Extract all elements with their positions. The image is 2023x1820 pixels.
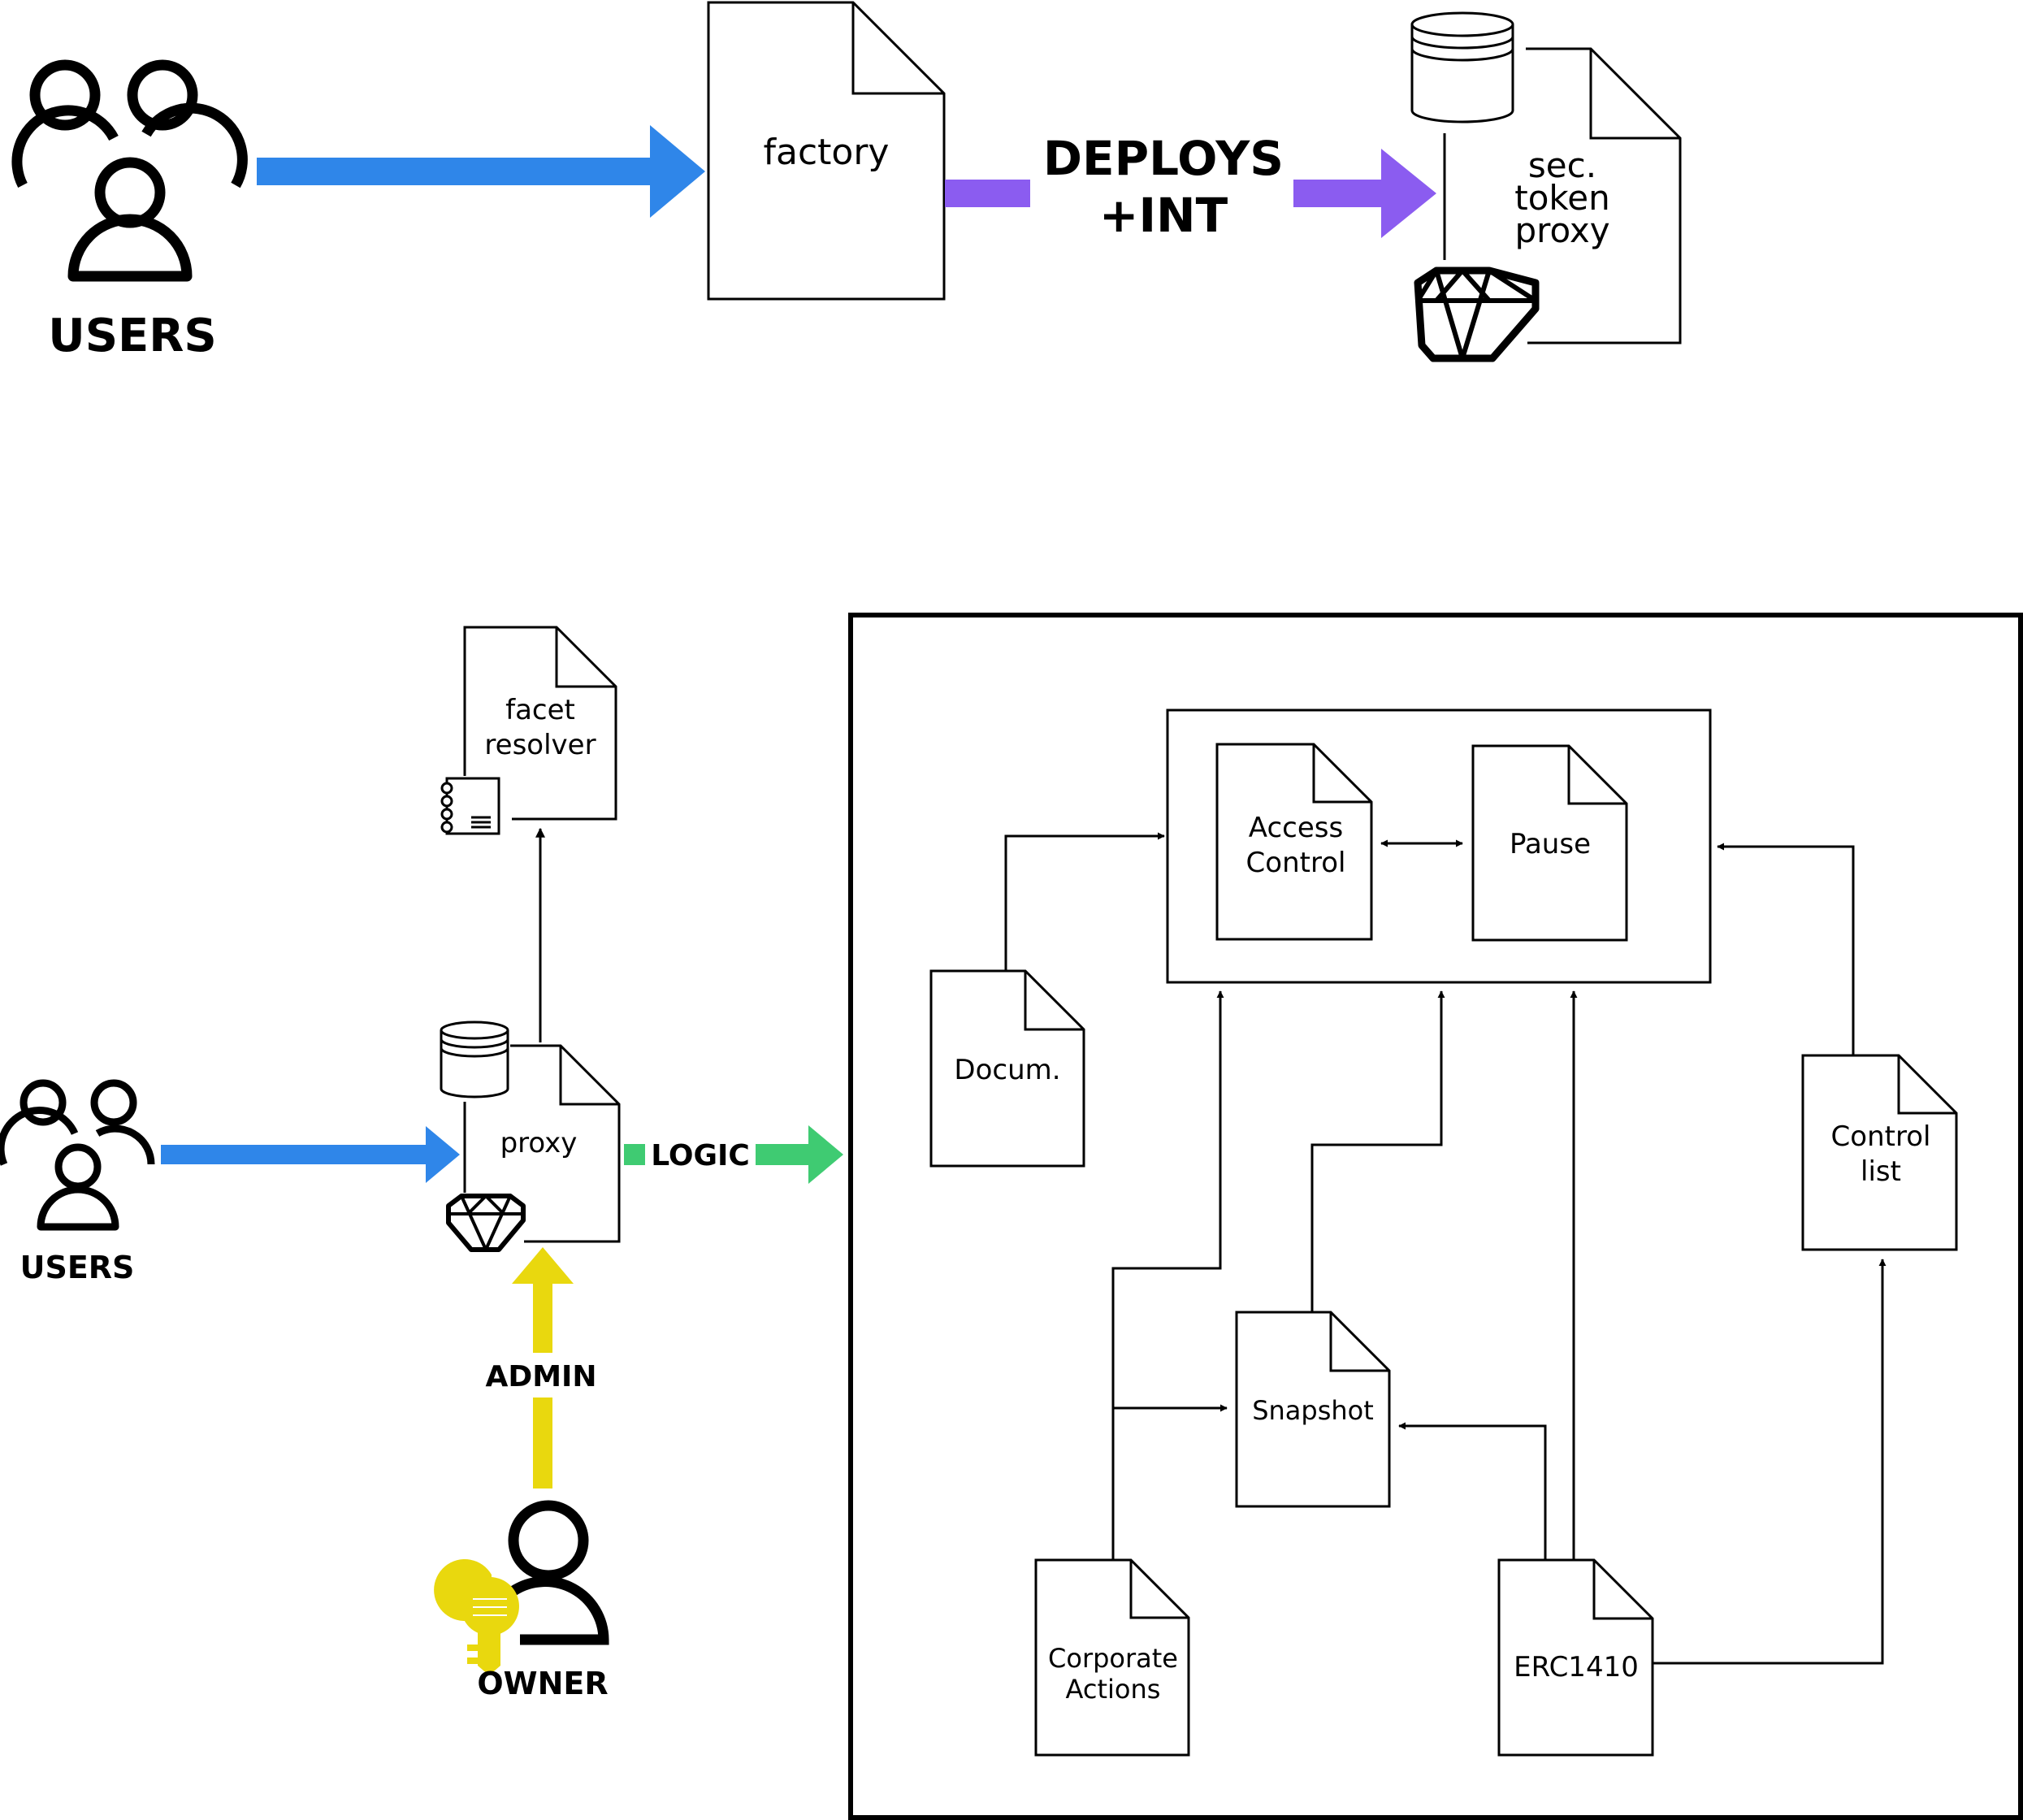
control-list-document: Control list (1801, 1054, 1958, 1251)
factory-label: factory (764, 132, 890, 173)
logic-label: LOGIC (651, 1139, 750, 1172)
sec-token-proxy-label-line2: token (1514, 178, 1609, 218)
key-icon (434, 1559, 519, 1675)
erc-to-control-list-arrow (1653, 1259, 1887, 1665)
snapshot-document: Snapshot (1235, 1311, 1391, 1508)
int-label: +INT (1099, 188, 1228, 243)
sec-token-proxy-document: sec. token proxy (1443, 47, 1682, 344)
users-icon (0, 1079, 155, 1231)
sec-token-proxy-label-line1: sec. (1528, 145, 1596, 185)
sec-token-proxy-label-line3: proxy (1514, 210, 1609, 250)
owner-label: OWNER (477, 1666, 608, 1701)
database-icon (440, 1020, 509, 1098)
erc1410-label: ERC1410 (1514, 1651, 1639, 1684)
users-label: USERS (48, 310, 217, 362)
database-icon (1410, 11, 1514, 124)
corporate-to-core-arrow (1111, 990, 1224, 1560)
snapshot-to-core-arrow (1310, 990, 1445, 1312)
diamond-icon (446, 1194, 526, 1252)
pause-label: Pause (1510, 828, 1591, 860)
erc1410-document: ERC1410 (1497, 1558, 1654, 1757)
notebook-icon (440, 777, 500, 835)
corporate-actions-label-line1: Corporate (1048, 1643, 1178, 1674)
users-to-proxy-arrow (161, 1126, 460, 1183)
pause-document: Pause (1471, 744, 1628, 942)
control-list-label-line2: list (1861, 1155, 1901, 1188)
access-control-label-line2: Control (1246, 847, 1346, 879)
diamond-icon (1414, 266, 1540, 362)
users-label-bottom: USERS (20, 1250, 135, 1285)
control-list-label-line1: Control (1831, 1120, 1931, 1153)
facet-resolver-label-line1: facet (505, 694, 575, 726)
key-highlights (473, 1598, 507, 1616)
users-icon (11, 59, 248, 282)
deploys-arrow (945, 149, 1436, 238)
docum-label: Docum. (954, 1054, 1060, 1086)
admin-label: ADMIN (485, 1360, 596, 1393)
owner-icon (508, 1500, 609, 1645)
control-list-to-core-arrow (1717, 843, 1855, 1055)
snapshot-label: Snapshot (1252, 1395, 1374, 1426)
docum-to-core-arrow (1004, 832, 1165, 971)
erc-to-snapshot-arrow (1398, 1422, 1547, 1560)
logic-container (848, 613, 2023, 1820)
access-control-label-line1: Access (1249, 812, 1343, 844)
proxy-document: proxy (463, 1044, 621, 1243)
facet-resolver-label-line2: resolver (484, 729, 596, 761)
facet-resolver-document: facet resolver (463, 626, 617, 821)
deploys-label: DEPLOYS (1043, 131, 1284, 186)
access-control-document: Access Control (1215, 743, 1373, 941)
factory-document: factory (707, 1, 946, 301)
corporate-actions-document: Corporate Actions (1034, 1558, 1190, 1757)
docum-document: Docum. (929, 969, 1085, 1168)
admin-arrow (512, 1247, 574, 1488)
corporate-actions-label-line2: Actions (1066, 1674, 1161, 1705)
proxy-label: proxy (500, 1127, 578, 1159)
users-to-factory-arrow (257, 125, 705, 218)
core-module-box (1166, 708, 1712, 984)
logic-arrow (624, 1125, 843, 1184)
